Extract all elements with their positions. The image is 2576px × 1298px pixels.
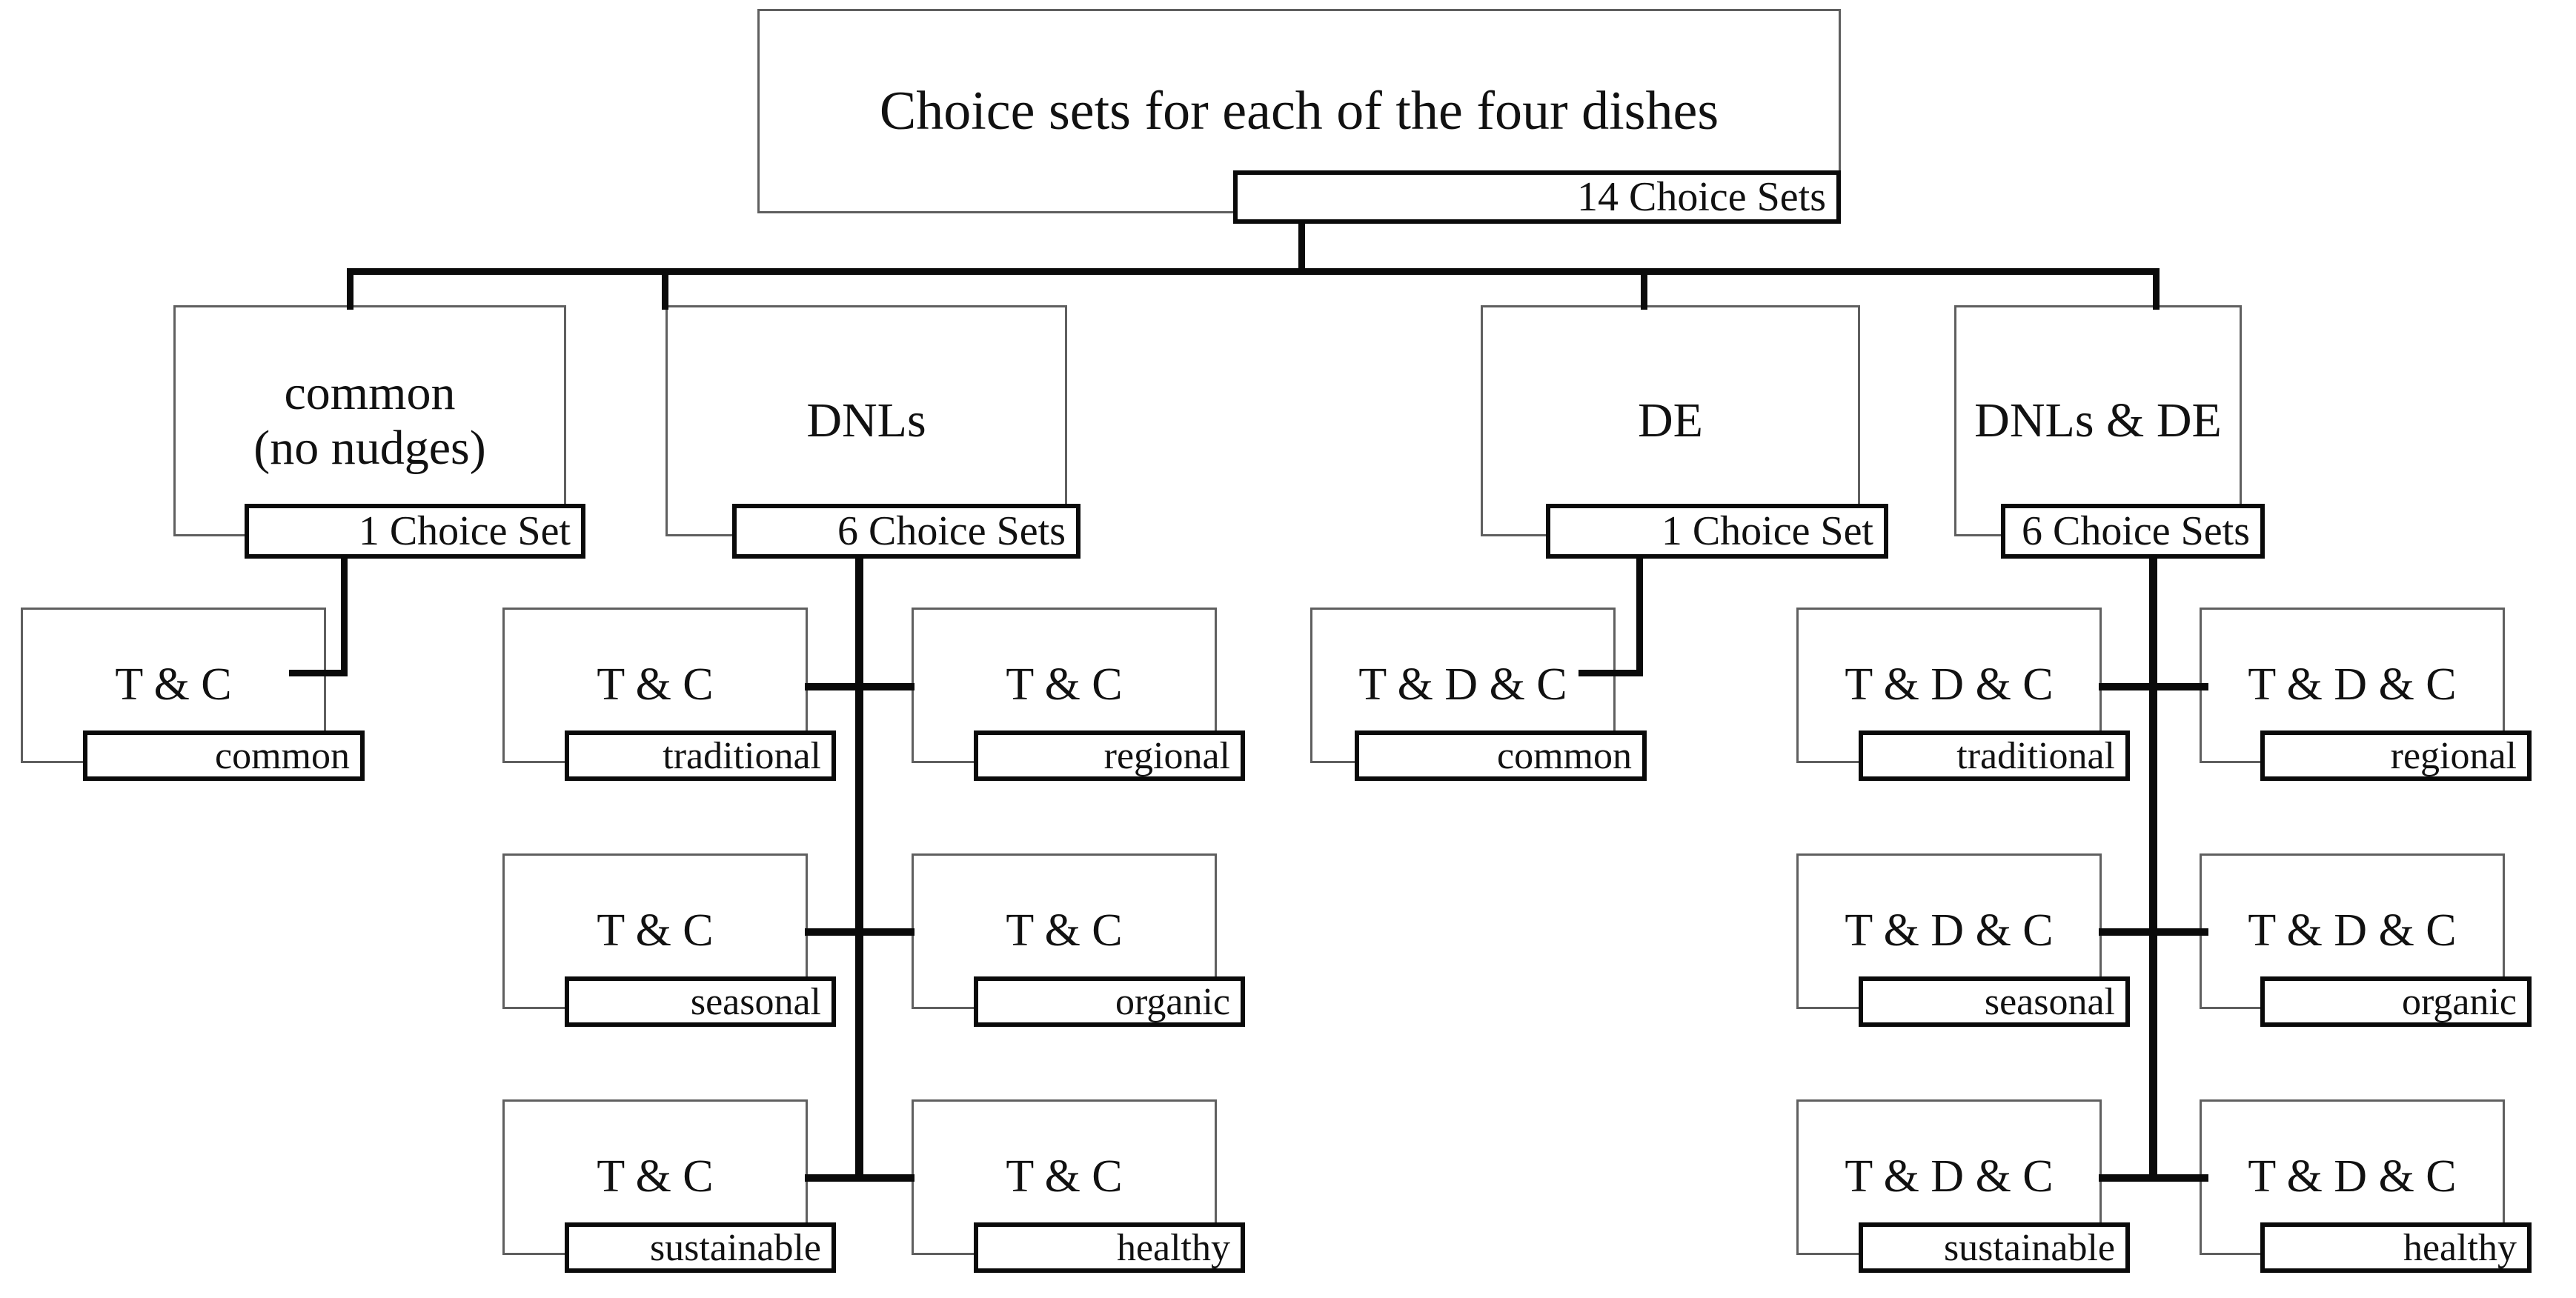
leaf-tag-dnls-seasonal: seasonal xyxy=(565,976,836,1027)
branch-node-dnls-de-label: DNLs & DE xyxy=(1974,393,2222,448)
leaf-tag-dnls-traditional: traditional xyxy=(565,730,836,781)
connector-dnls-crossbar-2 xyxy=(805,928,914,936)
connector-common-stub-h xyxy=(289,670,348,676)
connector-common-stub-v xyxy=(341,559,348,676)
leaf-node-de-tdc-title: T & D & C xyxy=(1358,659,1567,710)
leaf-node-dnlsde-seasonal-title: T & D & C xyxy=(1845,905,2054,956)
leaf-tag-dnls-regional: regional xyxy=(974,730,1245,781)
leaf-node-dnls-healthy-title: T & C xyxy=(1006,1151,1123,1202)
connector-root-trunk xyxy=(1298,222,1305,271)
leaf-node-dnls-seasonal-title: T & C xyxy=(597,905,714,956)
leaf-tag-dnls-organic-label: organic xyxy=(1115,980,1230,1023)
leaf-tag-dnlsde-regional-label: regional xyxy=(2390,734,2517,777)
connector-dnls-de-crossbar-3 xyxy=(2099,1174,2208,1182)
leaf-tag-de-common-label: common xyxy=(1497,734,1632,777)
title-node-label: Choice sets for each of the four dishes xyxy=(879,80,1719,142)
title-node: Choice sets for each of the four dishes xyxy=(757,9,1841,213)
connector-drop-de xyxy=(1641,268,1647,310)
branch-tag-common-label: 1 Choice Set xyxy=(358,508,571,554)
leaf-tag-dnls-traditional-label: traditional xyxy=(663,734,821,777)
leaf-node-dnlsde-healthy-title: T & D & C xyxy=(2248,1151,2457,1202)
leaf-tag-dnls-sustainable-label: sustainable xyxy=(649,1226,821,1269)
branch-tag-de: 1 Choice Set xyxy=(1546,504,1888,559)
root-tag-14-choice-sets: 14 Choice Sets xyxy=(1233,170,1841,224)
leaf-node-dnls-regional-title: T & C xyxy=(1006,659,1123,710)
leaf-node-dnls-sustainable-title: T & C xyxy=(597,1151,714,1202)
branch-tag-dnls-de-label: 6 Choice Sets xyxy=(2022,508,2250,554)
connector-dnls-crossbar-3 xyxy=(805,1174,914,1182)
connector-de-stub-h xyxy=(1579,670,1643,676)
leaf-tag-dnlsde-seasonal-label: seasonal xyxy=(1984,980,2115,1023)
branch-node-dnls-label: DNLs xyxy=(806,393,926,448)
connector-de-stub-v xyxy=(1636,559,1643,676)
connector-level1-bus xyxy=(347,268,2160,275)
leaf-tag-dnls-seasonal-label: seasonal xyxy=(690,980,821,1023)
leaf-tag-de-common: common xyxy=(1355,730,1647,781)
leaf-tag-dnlsde-sustainable: sustainable xyxy=(1859,1222,2130,1273)
branch-node-dnls-de: DNLs & DE xyxy=(1954,305,2242,536)
branch-tag-dnls-de: 6 Choice Sets xyxy=(2001,504,2265,559)
branch-tag-dnls-label: 6 Choice Sets xyxy=(837,508,1066,554)
leaf-tag-dnls-healthy-label: healthy xyxy=(1116,1226,1230,1269)
leaf-node-dnlsde-regional-title: T & D & C xyxy=(2248,659,2457,710)
leaf-tag-dnls-organic: organic xyxy=(974,976,1245,1027)
connector-drop-common xyxy=(347,268,353,310)
leaf-tag-dnlsde-sustainable-label: sustainable xyxy=(1943,1226,2115,1269)
leaf-tag-dnlsde-organic-label: organic xyxy=(2402,980,2517,1023)
branch-tag-common: 1 Choice Set xyxy=(245,504,585,559)
connector-dnls-spine xyxy=(855,559,863,1181)
leaf-node-dnlsde-organic-title: T & D & C xyxy=(2248,905,2457,956)
leaf-node-dnlsde-traditional-title: T & D & C xyxy=(1845,659,2054,710)
connector-drop-dnls xyxy=(662,268,668,310)
connector-dnls-de-crossbar-2 xyxy=(2099,928,2208,936)
branch-node-common-label: common (no nudges) xyxy=(253,366,486,475)
branch-node-common: common (no nudges) xyxy=(173,305,566,536)
root-tag-label: 14 Choice Sets xyxy=(1577,174,1826,220)
connector-dnls-crossbar-1 xyxy=(805,683,914,690)
leaf-tag-dnlsde-seasonal: seasonal xyxy=(1859,976,2130,1027)
branch-tag-dnls: 6 Choice Sets xyxy=(732,504,1080,559)
leaf-tag-common-common-label: common xyxy=(215,734,350,777)
leaf-tag-dnls-sustainable: sustainable xyxy=(565,1222,836,1273)
leaf-tag-dnlsde-organic: organic xyxy=(2260,976,2532,1027)
connector-drop-dnls-de xyxy=(2153,268,2160,310)
branch-node-de: DE xyxy=(1481,305,1860,536)
leaf-node-dnls-traditional-title: T & C xyxy=(597,659,714,710)
branch-tag-de-label: 1 Choice Set xyxy=(1661,508,1873,554)
branch-node-dnls: DNLs xyxy=(665,305,1067,536)
leaf-tag-common-common: common xyxy=(83,730,365,781)
leaf-tag-dnlsde-traditional-label: traditional xyxy=(1956,734,2115,777)
leaf-node-dnls-organic-title: T & C xyxy=(1006,905,1123,956)
leaf-node-dnlsde-sustainable-title: T & D & C xyxy=(1845,1151,2054,1202)
branch-node-de-label: DE xyxy=(1638,393,1703,448)
leaf-tag-dnls-healthy: healthy xyxy=(974,1222,1245,1273)
leaf-node-common-tc-title: T & C xyxy=(115,659,232,710)
leaf-tag-dnlsde-traditional: traditional xyxy=(1859,730,2130,781)
leaf-tag-dnlsde-regional: regional xyxy=(2260,730,2532,781)
leaf-tag-dnlsde-healthy-label: healthy xyxy=(2403,1226,2517,1269)
leaf-tag-dnls-regional-label: regional xyxy=(1103,734,1230,777)
leaf-tag-dnlsde-healthy: healthy xyxy=(2260,1222,2532,1273)
connector-dnls-de-crossbar-1 xyxy=(2099,683,2208,690)
connector-dnls-de-spine xyxy=(2149,559,2157,1181)
